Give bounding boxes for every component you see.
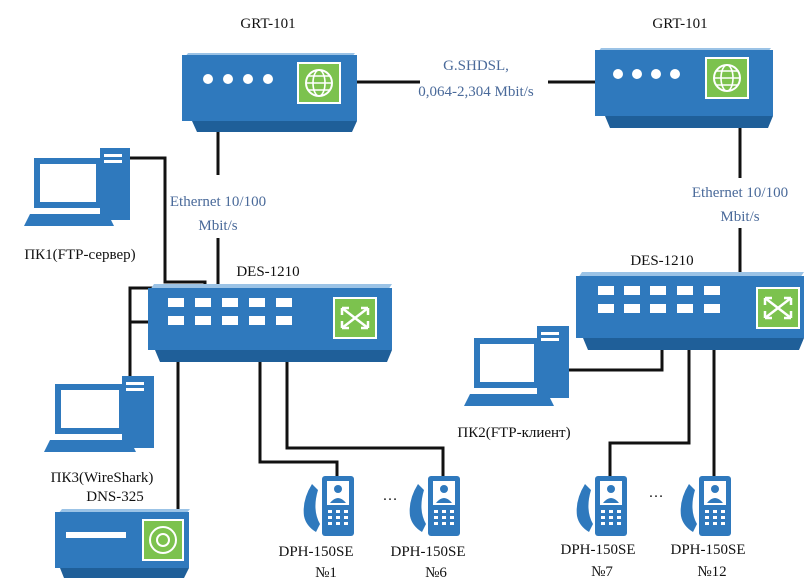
port-icon	[677, 304, 693, 313]
port-icon	[249, 298, 265, 307]
port-icon	[677, 286, 693, 295]
port-icon	[624, 304, 640, 313]
switch-left-label: DES-1210	[236, 264, 299, 280]
pc3-label: ПК3(WireShark)	[51, 470, 154, 486]
pc3	[44, 376, 154, 452]
handset-icon	[303, 484, 320, 532]
led-icon	[223, 74, 233, 84]
led-icon	[243, 74, 253, 84]
handset-icon	[576, 484, 593, 532]
phone-12-model: DPH-150SE	[670, 542, 745, 558]
ellipsis-left: …	[383, 488, 398, 504]
handset-icon	[409, 484, 426, 532]
switch-arrows-icon	[756, 287, 800, 329]
switch-left	[148, 284, 392, 362]
port-icon	[168, 316, 184, 325]
keyboard-icon	[24, 214, 114, 226]
port-icon	[222, 316, 238, 325]
link-label-line2: 0,064-2,304 Mbit/s	[418, 84, 534, 100]
switch-ports	[598, 286, 720, 313]
phone-12-number: №12	[697, 564, 726, 580]
handset-icon	[680, 484, 697, 532]
tower-icon	[100, 148, 130, 220]
tower-icon	[537, 326, 569, 398]
port-icon	[624, 286, 640, 295]
pc1	[24, 148, 130, 226]
tower-icon	[122, 376, 154, 448]
router-left-label: GRT-101	[240, 16, 295, 32]
phone-7-model: DPH-150SE	[560, 542, 635, 558]
port-icon	[168, 298, 184, 307]
phone-7-number: №7	[591, 564, 613, 580]
led-icon	[263, 74, 273, 84]
led-icon	[203, 74, 213, 84]
led-icon	[670, 69, 680, 79]
switch-ports	[168, 298, 292, 325]
disk-icon	[142, 519, 184, 561]
ethernet-right-line1: Ethernet 10/100	[692, 185, 788, 201]
link-label-line1: G.SHDSL,	[443, 58, 509, 74]
port-icon	[650, 304, 666, 313]
port-icon	[650, 286, 666, 295]
phone-6-number: №6	[425, 565, 447, 580]
drive-slot-icon	[66, 532, 126, 538]
keyboard-icon	[464, 394, 554, 406]
phone-6-model: DPH-150SE	[390, 544, 465, 560]
switch-right-label: DES-1210	[630, 253, 693, 269]
ethernet-left-line2: Mbit/s	[198, 218, 237, 234]
port-icon	[598, 286, 614, 295]
port-icon	[195, 316, 211, 325]
phone1-cable	[258, 325, 339, 478]
pc2-label: ПК2(FTP-клиент)	[457, 425, 570, 441]
port-icon	[598, 304, 614, 313]
phone-6	[409, 476, 460, 536]
port-icon	[195, 298, 211, 307]
phone7-cable	[608, 308, 691, 478]
port-icon	[276, 316, 292, 325]
keyboard-icon	[44, 440, 136, 452]
globe-icon	[297, 62, 341, 104]
phone-1	[303, 476, 354, 536]
port-icon	[222, 298, 238, 307]
nas-label: DNS-325	[86, 489, 144, 505]
router-right	[595, 48, 773, 128]
phone-12	[680, 476, 731, 536]
port-icon	[249, 316, 265, 325]
pc2	[464, 326, 569, 406]
pc1-label: ПК1(FTP-сервер)	[24, 247, 135, 263]
ethernet-left-line1: Ethernet 10/100	[170, 194, 266, 210]
router-left	[182, 53, 357, 132]
globe-icon	[705, 57, 749, 99]
port-icon	[276, 298, 292, 307]
led-icon	[651, 69, 661, 79]
port-icon	[704, 286, 720, 295]
switch-arrows-icon	[333, 297, 377, 339]
nas-device	[55, 509, 190, 578]
phone-7	[576, 476, 627, 536]
led-icon	[632, 69, 642, 79]
phone-1-model: DPH-150SE	[278, 544, 353, 560]
phone-1-number: №1	[315, 565, 337, 580]
ethernet-right-line2: Mbit/s	[720, 209, 759, 225]
port-icon	[704, 304, 720, 313]
ellipsis-right: …	[649, 485, 664, 501]
switch-right	[576, 272, 804, 350]
phone6-cable	[285, 325, 445, 478]
led-icon	[613, 69, 623, 79]
router-right-label: GRT-101	[652, 16, 707, 32]
